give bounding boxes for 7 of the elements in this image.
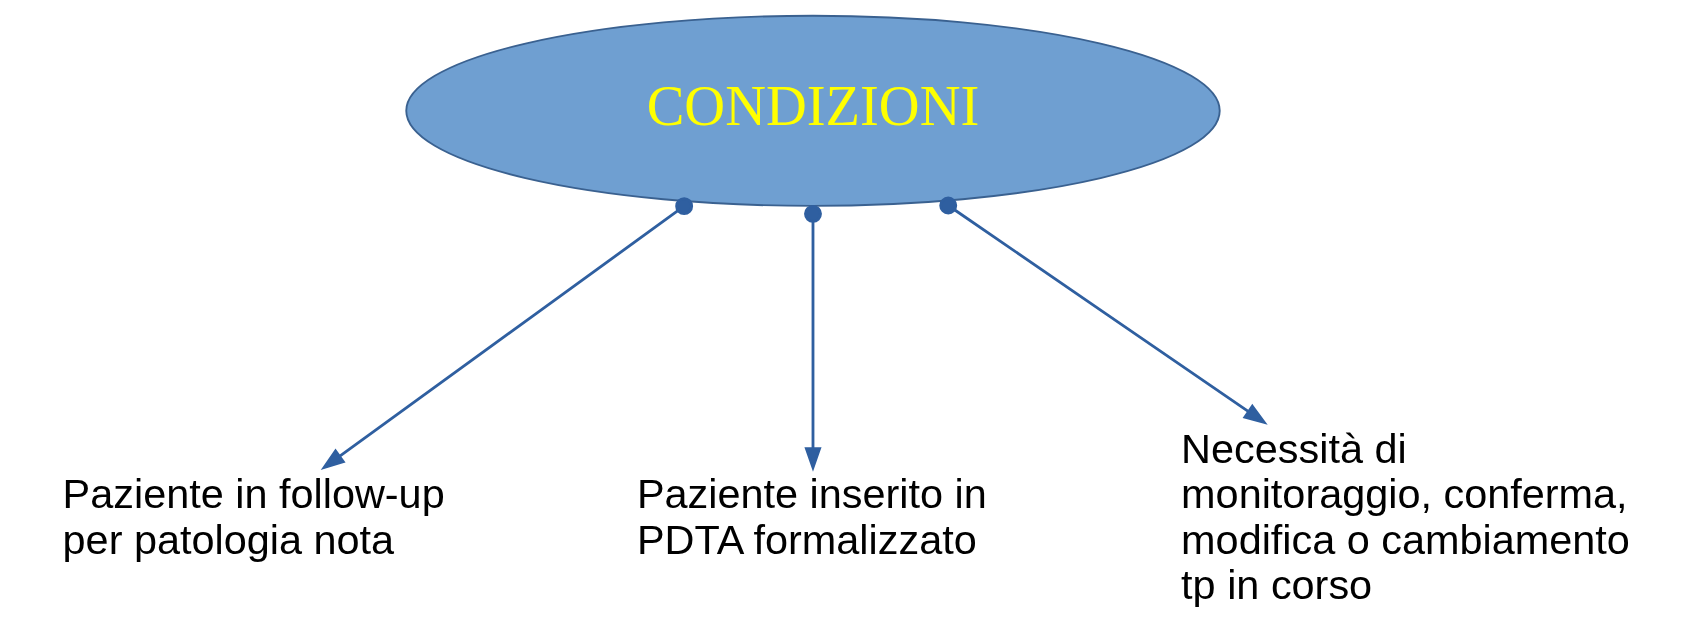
node-ellipse: CONDIZIONI <box>405 14 1221 207</box>
node-text: Paziente in follow-up per patologia nota <box>62 471 445 563</box>
arrow <box>320 197 694 470</box>
node-text: Necessità di monitoraggio, conferma, modifica o cambiamento tp in corso <box>1181 426 1630 608</box>
node-text: Paziente inserito in PDTA formalizzato <box>636 471 987 563</box>
arrow <box>939 196 1268 425</box>
arrow <box>804 204 822 472</box>
